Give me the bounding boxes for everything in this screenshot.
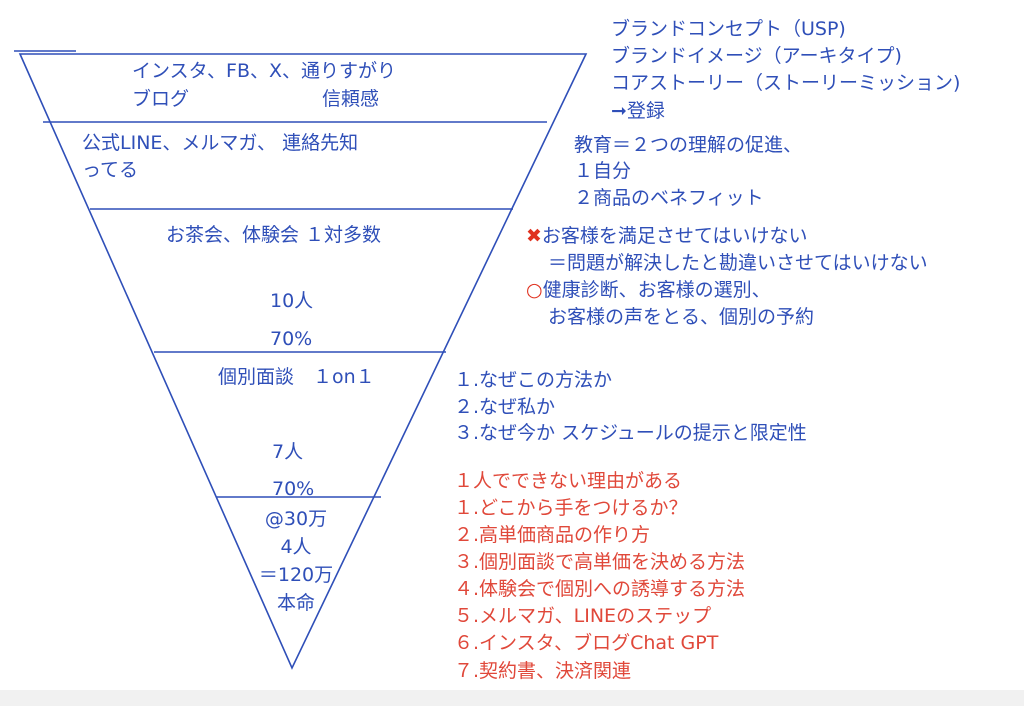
note-brand-image: ブランドイメージ（アーキタイプ)	[611, 45, 902, 67]
tier4-rate: 70%	[272, 478, 315, 500]
red-list-item-5: ５.メルマガ、LINEのステップ	[454, 605, 712, 627]
note-core-story: コアストーリー（ストーリーミッション)	[611, 72, 961, 94]
red-list-item-6: ６.インスタ、ブログChat GPT	[454, 632, 719, 654]
tier5-label: 本命	[276, 592, 315, 614]
tier3-title: お茶会、体験会 １対多数	[166, 224, 382, 246]
tier5-count: 4人	[280, 536, 312, 558]
tier1-line1: インスタ、FB、X、通りすがり	[132, 60, 397, 82]
tier1-line2-right: 信頼感	[322, 88, 380, 110]
red-list-item-1: １.どこから手をつけるか？	[454, 497, 688, 519]
red-list-item-4: ４.体験会で個別への誘導する方法	[454, 578, 746, 600]
note-education: 教育＝２つの理解の促進、	[574, 134, 803, 156]
tier4-count: 7人	[272, 441, 304, 463]
tier5-total: ＝120万	[258, 564, 334, 586]
funnel-triangle	[18, 53, 588, 670]
dont-note-line2: ＝問題が解決したと勘違いさせてはいけない	[548, 252, 928, 274]
reason-1: １.なぜこの方法か	[454, 369, 613, 391]
cross-mark-icon: ✖	[526, 225, 542, 247]
tier4-title: 個別面談 １on１	[218, 366, 375, 388]
note-education-benefit: ２商品のベネフィット	[574, 187, 764, 209]
do-note: ○健康診断、お客様の選別、	[526, 279, 771, 302]
tier5-price: @30万	[264, 508, 328, 530]
reason-3: ３.なぜ今か スケジュールの提示と限定性	[454, 422, 807, 444]
do-note-line2: お客様の声をとる、個別の予約	[548, 306, 815, 328]
bottom-bar	[0, 690, 1024, 706]
tier2-line1: 公式LINE、メルマガ、 連絡先知	[82, 132, 359, 154]
do-note-line1: 健康診断、お客様の選別、	[542, 279, 771, 301]
note-education-self: １自分	[574, 160, 632, 182]
circle-mark-icon: ○	[526, 279, 543, 301]
dont-note-line1: お客様を満足させてはいけない	[541, 225, 808, 247]
note-registration: ➞登録	[611, 100, 665, 122]
tier1-line2-left: ブログ	[132, 88, 190, 110]
reason-2: ２.なぜ私か	[454, 396, 556, 418]
dont-note: ✖お客様を満足させてはいけない	[526, 225, 808, 248]
red-list-header: １人でできない理由がある	[454, 470, 683, 492]
note-brand-concept: ブランドコンセプト（USP)	[611, 18, 846, 40]
red-list-item-7: ７.契約書、決済関連	[454, 660, 632, 682]
tier2-line2: ってる	[82, 159, 139, 181]
tier3-rate: 70%	[270, 328, 313, 350]
red-list-item-3: ３.個別面談で高単価を決める方法	[454, 551, 746, 573]
tier3-count: 10人	[270, 290, 314, 312]
red-list-item-2: ２.高単価商品の作り方	[454, 524, 651, 546]
